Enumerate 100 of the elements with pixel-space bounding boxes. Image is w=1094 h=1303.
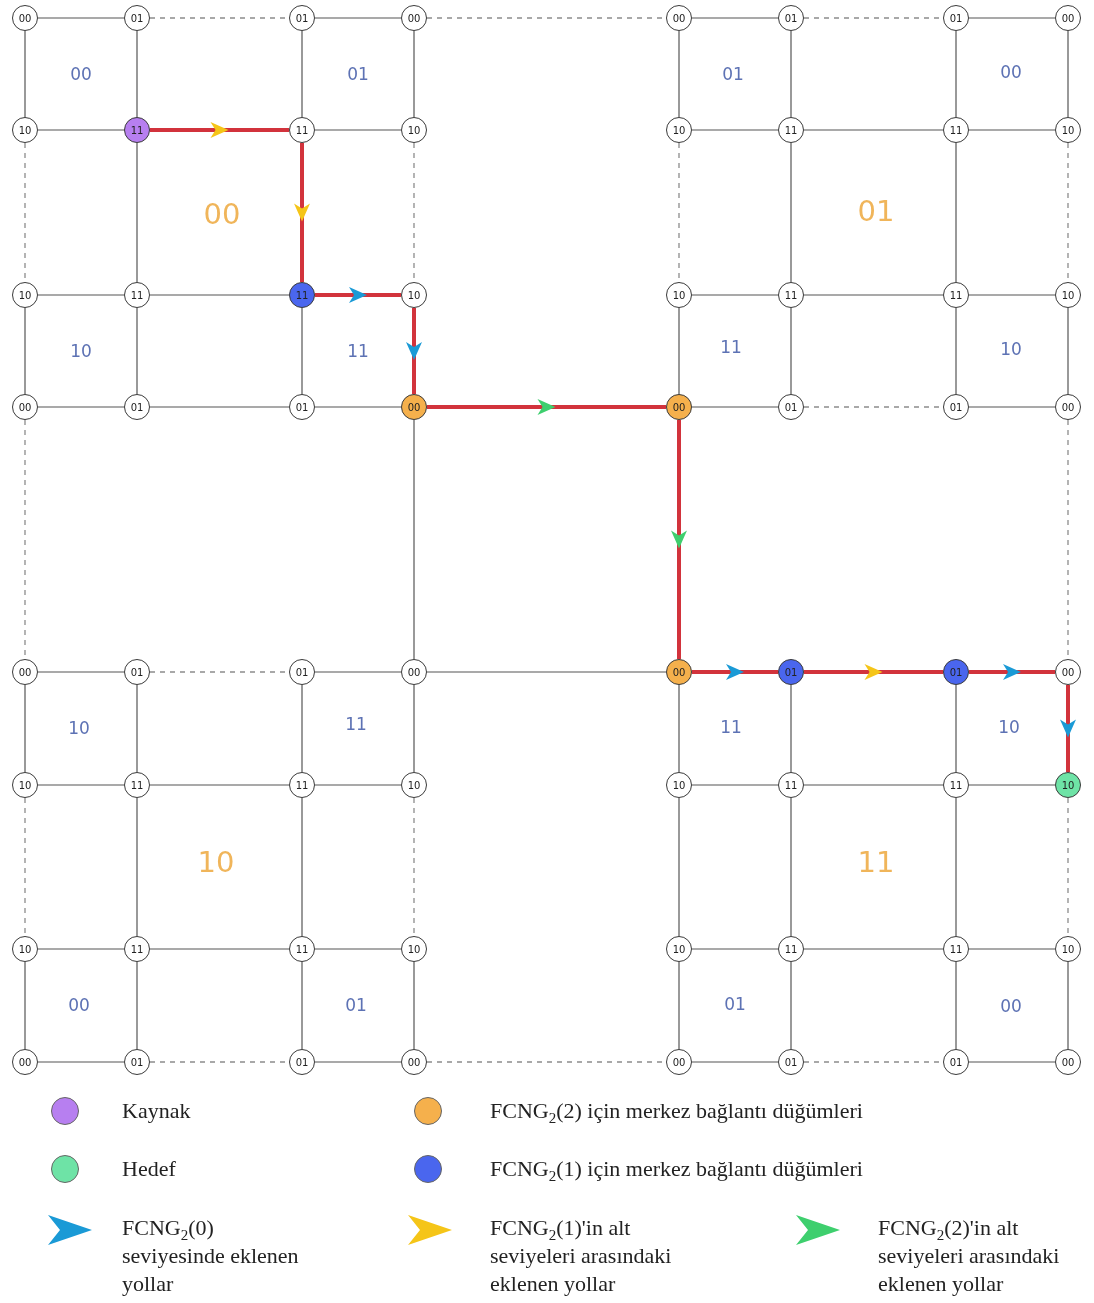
connection-line (413, 684, 415, 773)
node-circle: 11 (943, 117, 969, 143)
connection-line (24, 30, 26, 118)
connection-line (149, 294, 290, 296)
group-label: 01 (857, 194, 895, 228)
legend-text: FCNG$_{2}$(1)'in alt seviyeleri arasındaki eklenen yollar (490, 1214, 673, 1298)
node-circle: 10 (12, 936, 38, 962)
node-circle: 00 (401, 5, 427, 31)
connection-line (691, 1061, 779, 1063)
node-circle: 10 (1055, 936, 1081, 962)
block-label: 11 (347, 341, 369, 361)
node-circle: 11 (124, 772, 150, 798)
connection-line (149, 406, 290, 408)
connection-line (24, 961, 26, 1050)
node-circle: 11 (943, 936, 969, 962)
connection-line (314, 17, 402, 19)
node-circle: 10 (401, 936, 427, 962)
node-circle: 11 (943, 282, 969, 308)
node-circle: 01 (124, 5, 150, 31)
node-circle: 10 (12, 282, 38, 308)
connection-line (314, 406, 402, 408)
node-circle: 10 (1055, 117, 1081, 143)
block-label: 11 (720, 717, 742, 737)
block-label: 00 (68, 995, 90, 1015)
connection-line (790, 142, 792, 283)
node-circle: 00 (401, 394, 427, 420)
connection-line (691, 17, 779, 19)
node-circle: 01 (289, 394, 315, 420)
node-circle: 00 (1055, 659, 1081, 685)
connection-line (37, 948, 125, 950)
node-circle: 01 (289, 659, 315, 685)
connection-line (691, 294, 779, 296)
connection-line (691, 948, 779, 950)
connection-line (790, 307, 792, 395)
connection-line (968, 294, 1056, 296)
node-circle: 11 (124, 117, 150, 143)
connection-line (37, 1061, 125, 1063)
node-circle: 00 (401, 659, 427, 685)
block-label: 01 (724, 994, 746, 1014)
node-circle: 00 (666, 659, 692, 685)
node-circle: 00 (1055, 394, 1081, 420)
path-arrow (969, 664, 1055, 680)
connection-line (678, 307, 680, 395)
block-label: 11 (720, 337, 742, 357)
node-circle: 01 (778, 394, 804, 420)
connection-line (968, 948, 1056, 950)
node-circle: 11 (289, 772, 315, 798)
connection-line (955, 142, 957, 283)
node-circle: 11 (778, 772, 804, 798)
node-circle: 11 (943, 772, 969, 798)
node-circle: 01 (124, 394, 150, 420)
node-circle: 10 (666, 936, 692, 962)
connection-line (691, 129, 779, 131)
connection-line (314, 1061, 402, 1063)
path-arrow (315, 287, 401, 303)
connection-line (955, 684, 957, 773)
connection-line (136, 684, 138, 773)
connection-line (803, 129, 944, 131)
node-circle: 10 (666, 117, 692, 143)
connection-line (37, 129, 125, 131)
legend-text: Hedef (122, 1155, 177, 1183)
path-arrow (804, 664, 943, 680)
block-label: 11 (345, 714, 367, 734)
connection-line (790, 797, 792, 937)
block-label: 10 (68, 718, 90, 738)
node-circle: 00 (666, 394, 692, 420)
connection-line (37, 406, 125, 408)
node-circle: 01 (943, 394, 969, 420)
connection-line (678, 30, 680, 118)
connection-line (426, 671, 667, 673)
connection-line (803, 784, 944, 786)
node-circle: 10 (401, 117, 427, 143)
node-circle: 10 (666, 772, 692, 798)
connection-line (955, 797, 957, 937)
block-label: 00 (1000, 62, 1022, 82)
node-circle: 01 (943, 1049, 969, 1075)
node-circle: 00 (401, 1049, 427, 1075)
node-circle: 10 (401, 282, 427, 308)
block-label: 10 (998, 717, 1020, 737)
legend-text: FCNG$_{2}$(1) için merkez bağlantı düğümleri (490, 1155, 864, 1183)
legend-text: FCNG$_{2}$(0) seviyesinde eklenen yollar (122, 1214, 300, 1298)
connection-line (790, 961, 792, 1050)
path-arrow (1060, 685, 1076, 772)
legend-text: Kaynak (122, 1097, 192, 1125)
connection-line (24, 307, 26, 395)
connection-line (678, 684, 680, 773)
node-circle: 11 (778, 282, 804, 308)
connection-line (968, 406, 1056, 408)
path-arrow (150, 122, 289, 138)
node-circle: 10 (12, 772, 38, 798)
connection-line (790, 684, 792, 773)
node-circle: 11 (124, 936, 150, 962)
connection-line (301, 684, 303, 773)
path-arrow (692, 664, 778, 680)
node-circle: 01 (289, 5, 315, 31)
node-circle: 00 (666, 1049, 692, 1075)
node-circle: 01 (124, 659, 150, 685)
node-circle: 10 (401, 772, 427, 798)
connection-line (136, 797, 138, 937)
block-label: 01 (347, 64, 369, 84)
